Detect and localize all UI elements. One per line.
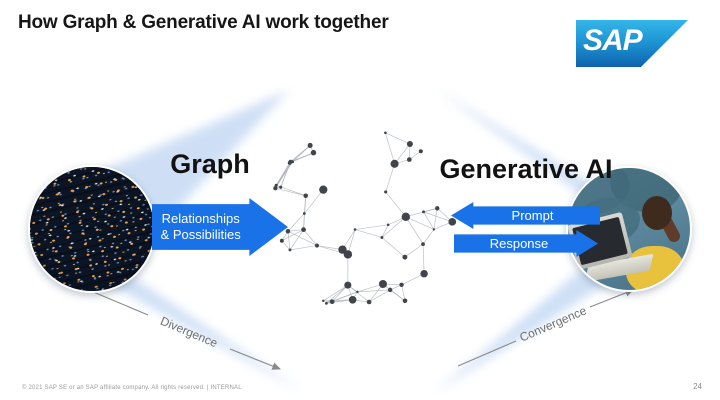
page-number: 24 bbox=[693, 382, 702, 391]
graph-heading: Graph bbox=[170, 149, 250, 179]
prompt-arrow-label: Prompt bbox=[511, 208, 554, 223]
divergence-label: Divergence bbox=[158, 314, 220, 351]
footer-copyright: © 2021 SAP SE or an SAP affiliate compan… bbox=[22, 385, 242, 391]
response-arrow: Response bbox=[454, 230, 598, 257]
relationships-arrow-label: Relationships & Possibilities bbox=[152, 204, 249, 250]
sap-logo: SAP bbox=[576, 20, 688, 67]
relationships-line2: & Possibilities bbox=[160, 227, 241, 242]
generative-ai-heading: Generative AI bbox=[439, 154, 613, 184]
convergence-line-start bbox=[457, 340, 517, 367]
person-head bbox=[642, 196, 672, 230]
convergence-label: Convergence bbox=[517, 303, 588, 344]
relationships-line1: Relationships bbox=[161, 211, 240, 226]
sap-logo-text: SAP bbox=[583, 24, 643, 57]
prompt-arrow: Prompt bbox=[451, 202, 600, 229]
graph-photo bbox=[28, 165, 156, 293]
photo-vignette bbox=[30, 167, 154, 291]
divergence-line-start bbox=[90, 290, 149, 316]
convergence-line-end bbox=[589, 289, 635, 308]
divergence-line-end bbox=[229, 348, 282, 370]
page-title: How Graph & Generative AI work together bbox=[18, 12, 389, 33]
response-arrow-label: Response bbox=[489, 236, 549, 251]
